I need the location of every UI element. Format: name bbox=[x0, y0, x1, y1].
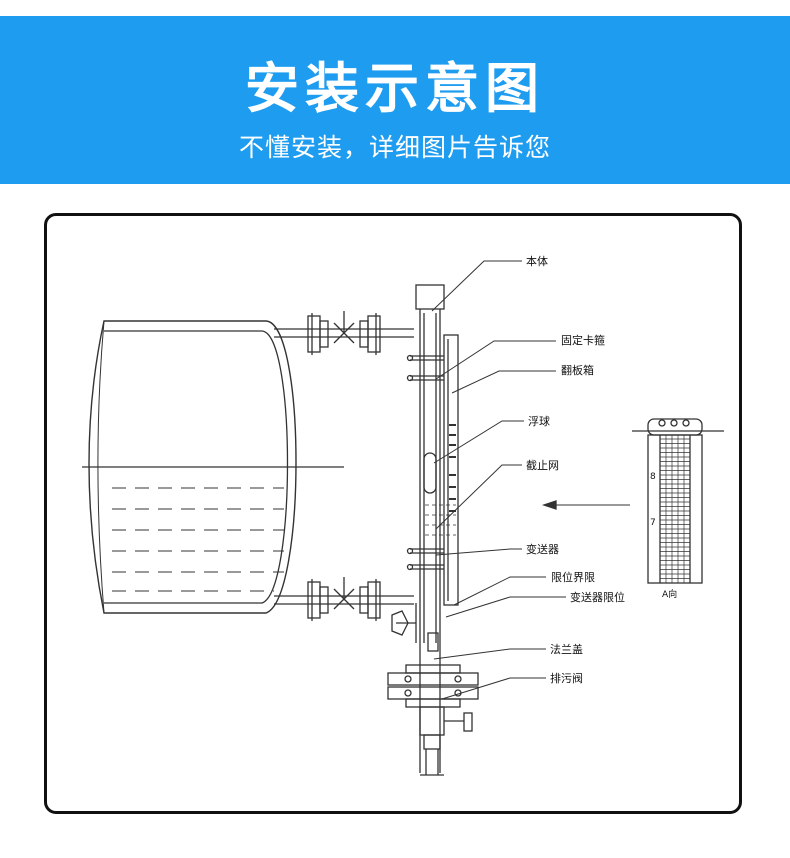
leader-lines bbox=[431, 260, 566, 700]
label-stop-mesh: 截止网 bbox=[526, 458, 559, 472]
page-title: 安装示意图 bbox=[245, 57, 545, 120]
a-view-gauge bbox=[632, 418, 724, 584]
label-limit-switch: 限位界限 bbox=[551, 570, 595, 584]
label-flange-cover: 法兰盖 bbox=[550, 642, 583, 656]
installation-diagram: 本体 固定卡箍 翻板箱 浮球 截止网 变送器 限位界限 变送器限位 法兰盖 排污… bbox=[82, 254, 724, 776]
diagram-frame bbox=[44, 213, 742, 814]
liquid-level-dashes bbox=[112, 487, 284, 592]
diagram-labels: 本体 固定卡箍 翻板箱 浮球 截止网 变送器 限位界限 变送器限位 法兰盖 排污… bbox=[526, 254, 677, 685]
tank bbox=[82, 320, 344, 614]
label-drain-valve: 排污阀 bbox=[550, 671, 583, 685]
upper-connection bbox=[274, 311, 414, 355]
label-float: 浮球 bbox=[528, 414, 550, 428]
label-transmitter: 变送器 bbox=[526, 542, 559, 556]
scale-number-7: 7 bbox=[650, 518, 656, 528]
main-body bbox=[387, 284, 479, 776]
lower-connection bbox=[274, 577, 414, 621]
header-banner: 安装示意图 不懂安装，详细图片告诉您 bbox=[0, 16, 790, 184]
label-flap-box: 翻板箱 bbox=[561, 363, 594, 377]
label-body: 本体 bbox=[526, 254, 548, 268]
page-subtitle: 不懂安装，详细图片告诉您 bbox=[238, 133, 551, 162]
label-clamp-box: 固定卡箍 bbox=[561, 333, 605, 347]
label-transmitter-limit: 变送器限位 bbox=[570, 590, 625, 604]
label-view-a: A向 bbox=[662, 588, 677, 600]
scale-number-8: 8 bbox=[650, 472, 656, 482]
